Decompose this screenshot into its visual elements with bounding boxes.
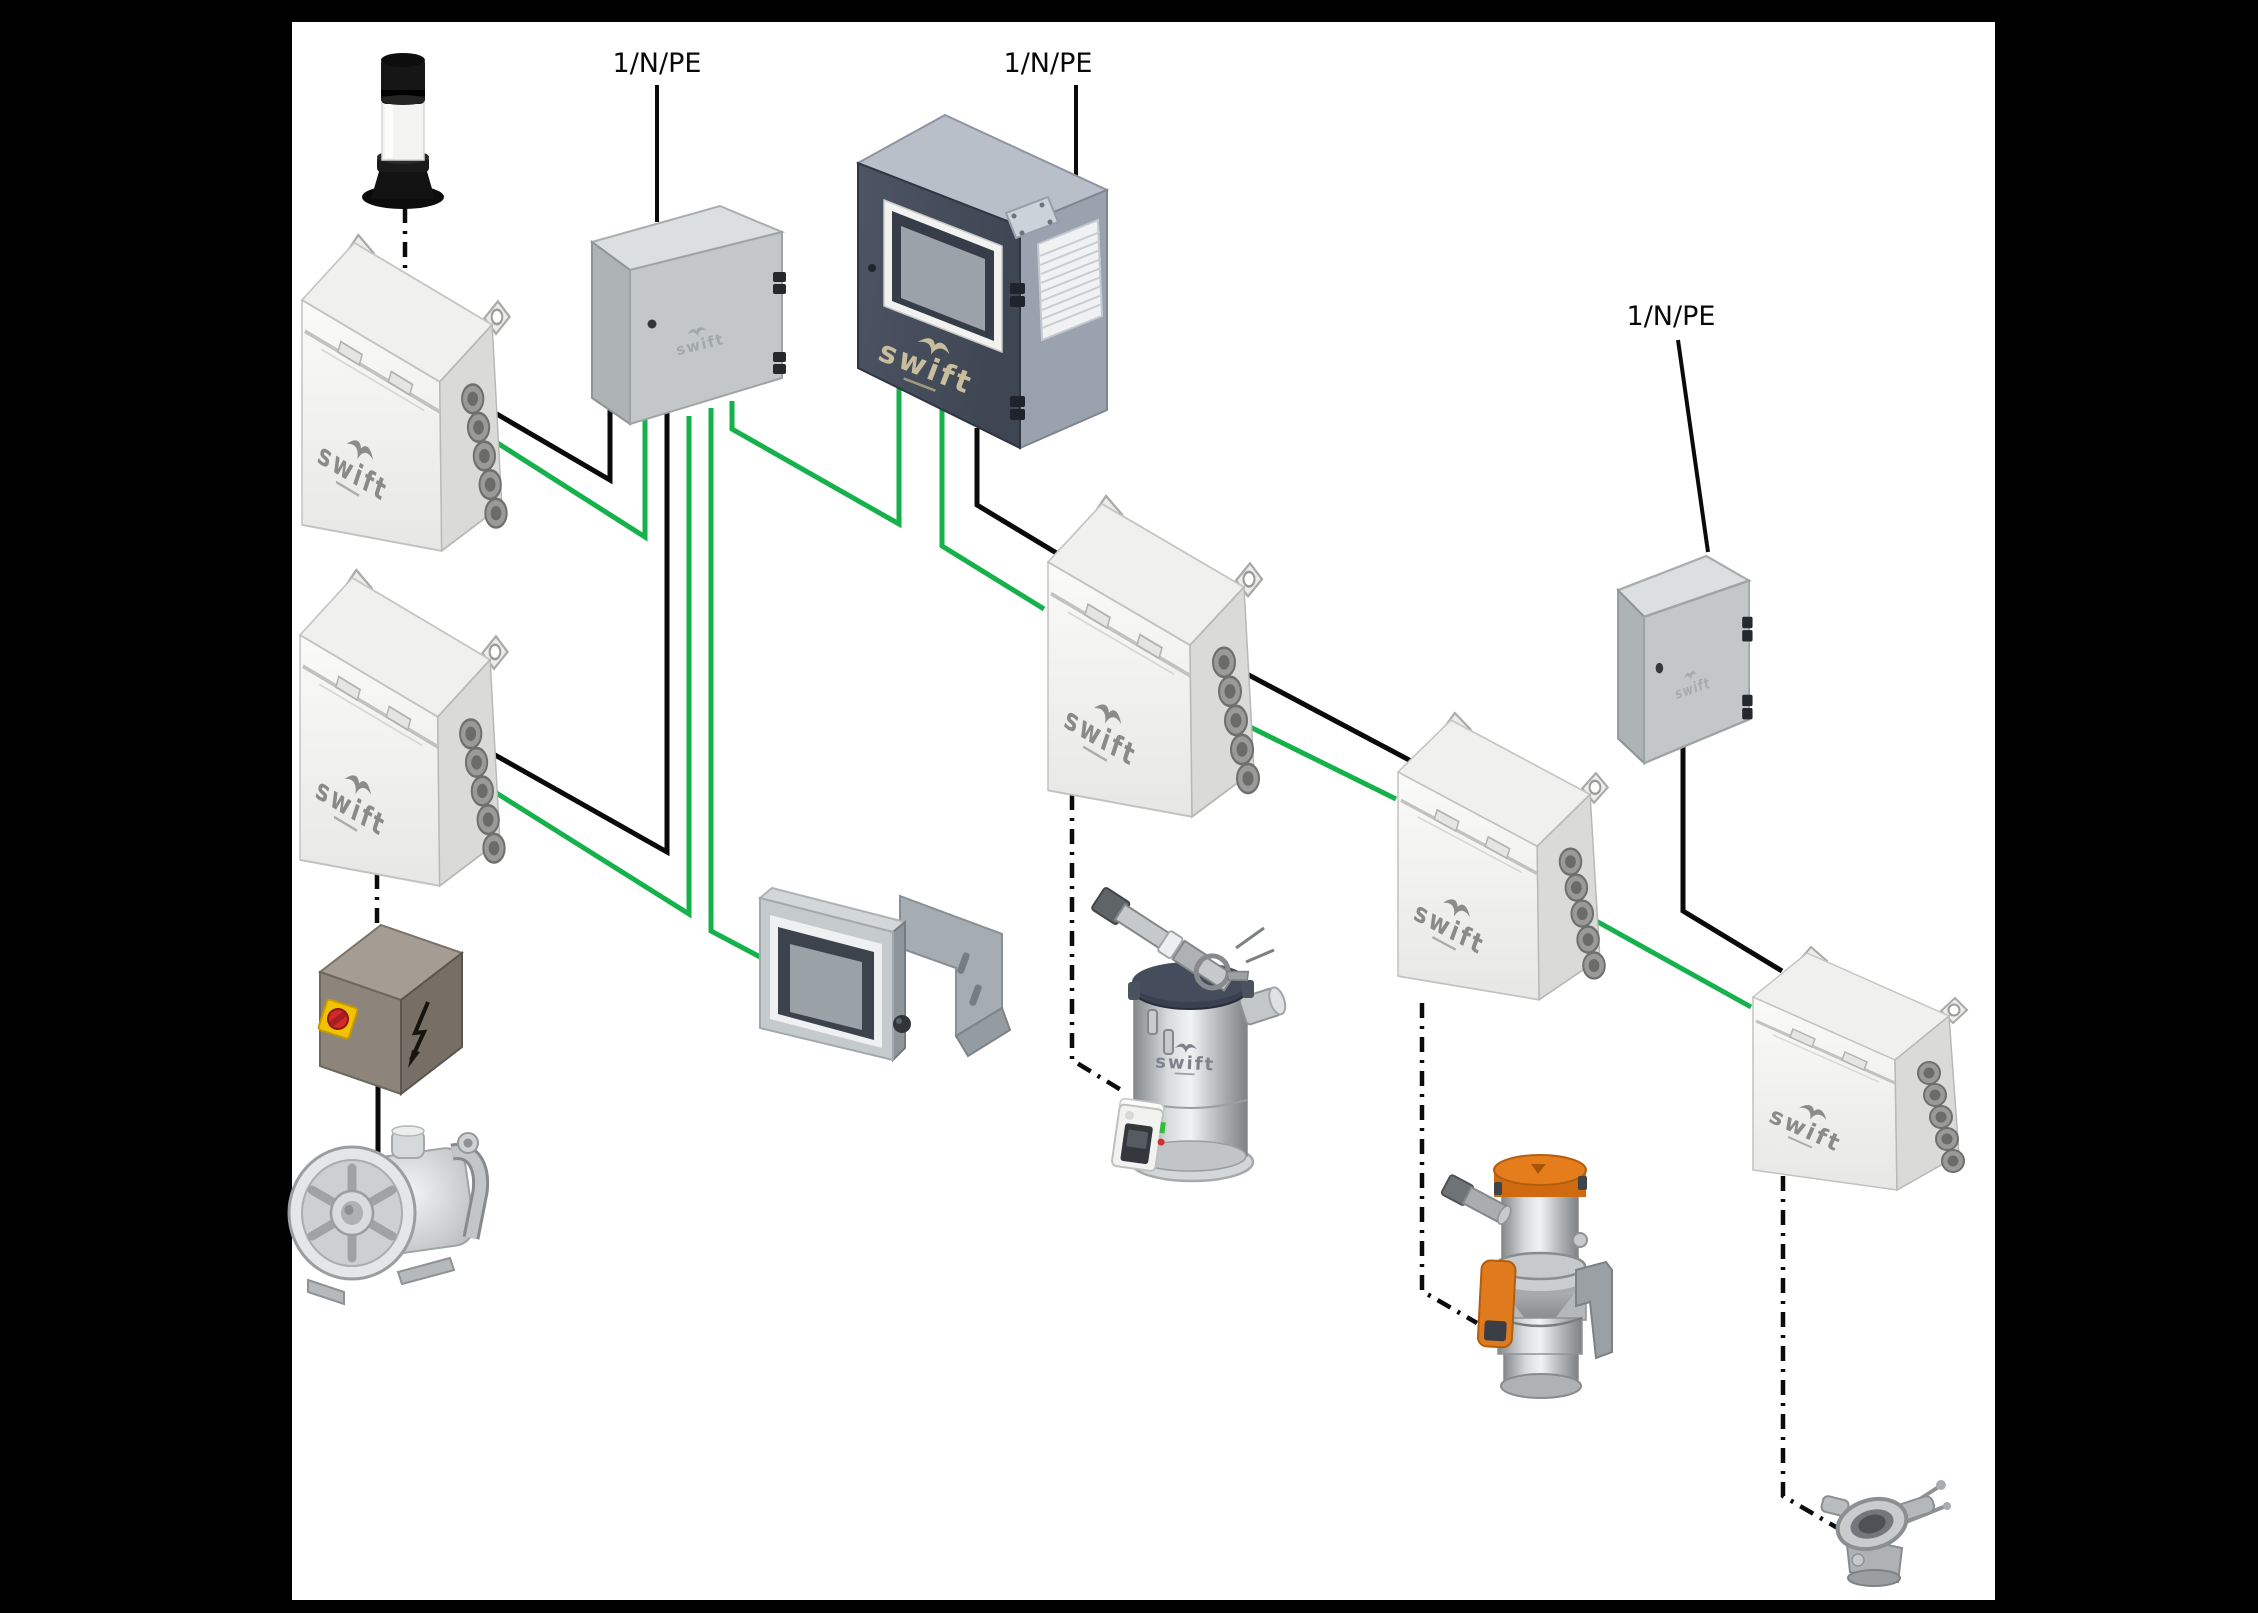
power-label-2: 1/N/PE bbox=[1004, 48, 1093, 79]
control-box-4: swift bbox=[1396, 711, 1610, 1002]
panel-vent-louver bbox=[1036, 218, 1104, 342]
junction1-hinge-bottom bbox=[773, 352, 786, 374]
conveyor2-inlet bbox=[1440, 1174, 1512, 1225]
blower-pipe bbox=[450, 1132, 490, 1240]
blower-fan-face bbox=[287, 1145, 417, 1281]
disconnect-switch bbox=[317, 923, 465, 1097]
control-line-box3-conveyor1 bbox=[1069, 795, 1128, 1095]
network-wire-box3-box4 bbox=[1234, 717, 1398, 802]
power-wire-box3-box4 bbox=[1226, 661, 1430, 773]
emergency-stop bbox=[317, 998, 359, 1040]
junction2-left-face bbox=[1617, 587, 1646, 766]
control-box-1: swift bbox=[300, 233, 511, 553]
power-label-3: 1/N/PE bbox=[1627, 301, 1716, 332]
control-box-5: swift bbox=[1751, 945, 1969, 1192]
control-line-box5-valve bbox=[1780, 1176, 1848, 1535]
control-box-2: swift bbox=[298, 568, 509, 888]
hmi-knob bbox=[893, 1015, 911, 1033]
panel-hmi-screen bbox=[883, 198, 1003, 354]
panel-hinge-bottom bbox=[1010, 396, 1025, 420]
junction1-left-face bbox=[591, 240, 631, 426]
network-wire-panel-box3 bbox=[939, 404, 1046, 612]
blower-foot bbox=[396, 1256, 456, 1286]
power-wire-junction1-box2 bbox=[470, 398, 670, 857]
svg-text:swift: swift bbox=[1155, 1051, 1216, 1075]
conveyor2-side-pod bbox=[1476, 1259, 1517, 1349]
connector-stack bbox=[461, 383, 508, 529]
conveyor1-lance bbox=[1091, 887, 1250, 992]
rotary-valve bbox=[1820, 1480, 1951, 1587]
power-wire-panel-box3 bbox=[974, 428, 1080, 569]
connector-stack bbox=[1917, 1061, 1965, 1173]
blower bbox=[287, 1125, 490, 1306]
junction1-front-face bbox=[629, 230, 783, 426]
hmi-panel bbox=[757, 886, 1012, 1063]
vacuum-conveyor-2 bbox=[1440, 1154, 1613, 1399]
power-feed-line-3 bbox=[1676, 339, 1710, 553]
junction2-hinge-bottom bbox=[1742, 694, 1753, 720]
junction2-front-face bbox=[1643, 579, 1750, 765]
power-wire-junction2-box5 bbox=[1680, 747, 1784, 974]
swift-logo: swift bbox=[1155, 1043, 1216, 1076]
panel-mount-plate bbox=[1004, 195, 1060, 240]
diagram-canvas bbox=[292, 22, 1995, 1600]
hmi-bracket bbox=[899, 894, 1003, 1038]
junction1-hinge-top bbox=[773, 272, 786, 294]
conveyor1-control-box bbox=[1111, 1097, 1166, 1172]
hmi-screen bbox=[790, 944, 862, 1030]
wire-layer bbox=[374, 85, 1848, 1535]
junction2-lock-dot bbox=[1655, 662, 1664, 674]
hmi-side-face bbox=[892, 919, 906, 1063]
network-wire-box4-box5 bbox=[1587, 914, 1753, 1010]
main-control-panel: swift bbox=[855, 113, 1110, 450]
junction2-hinge-top bbox=[1742, 616, 1753, 642]
signal-beacon bbox=[362, 53, 444, 209]
hmi-bracket-foot bbox=[954, 1006, 1012, 1058]
connector-stack bbox=[459, 718, 506, 864]
lightning-icon bbox=[408, 1001, 430, 1068]
control-box-3: swift bbox=[1046, 494, 1264, 819]
network-wire-junction1-panel bbox=[729, 386, 902, 529]
conveyor2-bracket bbox=[1575, 1260, 1613, 1360]
network-wire-box1-junction1 bbox=[475, 392, 648, 542]
connector-stack bbox=[1212, 646, 1260, 795]
network-wire-junction1-hmi bbox=[708, 408, 766, 962]
junction-box-1: swift bbox=[589, 204, 786, 426]
valve-ring bbox=[1835, 1496, 1909, 1552]
conveyor2-base bbox=[1500, 1373, 1582, 1399]
disconnect-right-face bbox=[400, 950, 463, 1097]
network-wire-box2-junction1 bbox=[480, 416, 692, 919]
conveyor2-cone bbox=[1496, 1281, 1584, 1338]
control-line-box4-conveyor2 bbox=[1419, 1003, 1479, 1325]
connector-stack bbox=[1558, 847, 1606, 980]
junction-box-2: swift bbox=[1616, 554, 1753, 766]
conveyor1-clamps bbox=[1147, 1009, 1174, 1055]
blower-foot bbox=[307, 1278, 345, 1306]
junction1-lock-dot bbox=[647, 319, 657, 329]
vacuum-conveyor-1: swift bbox=[1091, 887, 1287, 1183]
power-label-1: 1/N/PE bbox=[613, 48, 702, 79]
panel-lock-dot bbox=[868, 264, 876, 272]
panel-hinge-top bbox=[1010, 283, 1025, 307]
